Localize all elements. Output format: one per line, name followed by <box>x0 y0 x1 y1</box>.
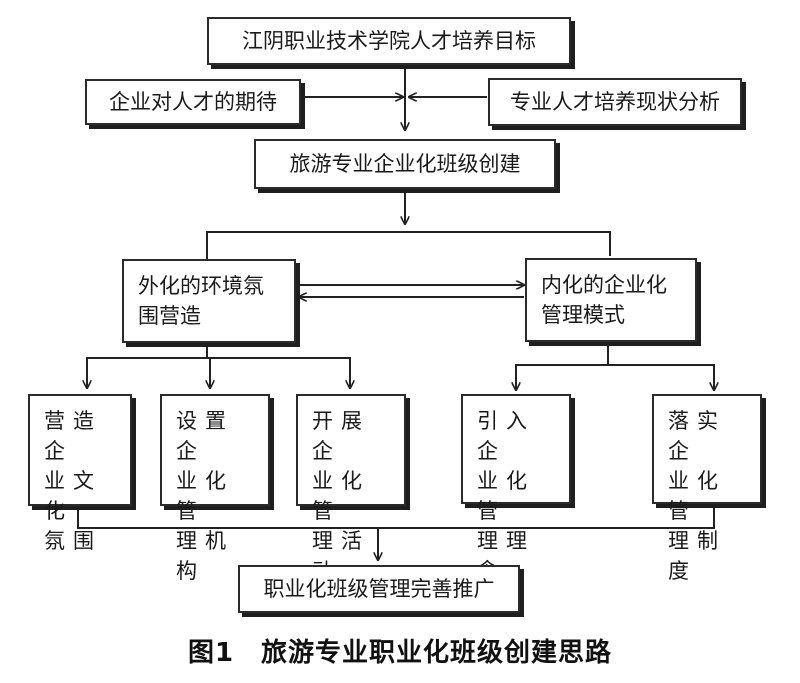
figure-caption: 图1 旅游专业职业化班级创建思路 <box>187 638 613 668</box>
node-sub1-line: 营造企 <box>44 409 102 463</box>
node-creation: 旅游专业企业化班级创建 <box>254 139 556 189</box>
node-status-analysis-label: 专业人才培养现状分析 <box>510 90 720 114</box>
node-goal-label: 江阴职业技术学院人才培养目标 <box>242 29 536 53</box>
node-sub3-line: 业化管 <box>312 469 370 523</box>
node-sub1: 营造企 业文化 氛围 <box>28 394 132 553</box>
node-external-line: 外化的环境氛 <box>138 274 264 298</box>
node-sub5: 落实企 业化管 理制度 <box>652 394 762 583</box>
node-sub5-line: 理制度 <box>668 529 726 583</box>
node-sub4: 引入企 业化管 理理念 <box>461 394 571 583</box>
node-status-analysis: 专业人才培养现状分析 <box>488 78 742 126</box>
node-sub3: 开展企 业化管 理活动 <box>296 394 406 583</box>
node-creation-label: 旅游专业企业化班级创建 <box>289 152 521 176</box>
node-sub3-line: 开展企 <box>312 409 370 463</box>
node-sub5-line: 落实企 <box>668 409 726 463</box>
node-sub2-line: 业化管 <box>176 469 234 523</box>
merge-connector <box>77 504 715 529</box>
node-sub1-line: 业文化 <box>44 469 102 523</box>
node-sub2-line: 设置企 <box>176 409 234 463</box>
node-sub2-line: 理机构 <box>176 529 234 583</box>
node-sub5-line: 业化管 <box>668 469 726 523</box>
node-external: 外化的环境氛 围营造 <box>122 259 296 343</box>
split-connector <box>206 231 611 260</box>
node-internal: 内化的企业化 管理模式 <box>525 258 697 342</box>
node-sub4-line: 引入企 <box>477 409 535 463</box>
node-sub1-line: 氛围 <box>44 529 102 553</box>
external-branch <box>86 357 351 385</box>
node-expectation: 企业对人才的期待 <box>85 79 301 125</box>
node-internal-line: 管理模式 <box>541 303 625 327</box>
internal-branch <box>515 364 715 385</box>
node-expectation-label: 企业对人才的期待 <box>109 90 277 114</box>
node-internal-line: 内化的企业化 <box>541 273 667 297</box>
node-final: 职业化班级管理完善推广 <box>238 565 520 613</box>
node-sub4-line: 业化管 <box>477 469 535 523</box>
node-final-label: 职业化班级管理完善推广 <box>263 577 495 601</box>
node-sub2: 设置企 业化管 理机构 <box>160 394 270 583</box>
node-external-line: 围营造 <box>138 304 201 328</box>
node-goal: 江阴职业技术学院人才培养目标 <box>207 17 571 65</box>
